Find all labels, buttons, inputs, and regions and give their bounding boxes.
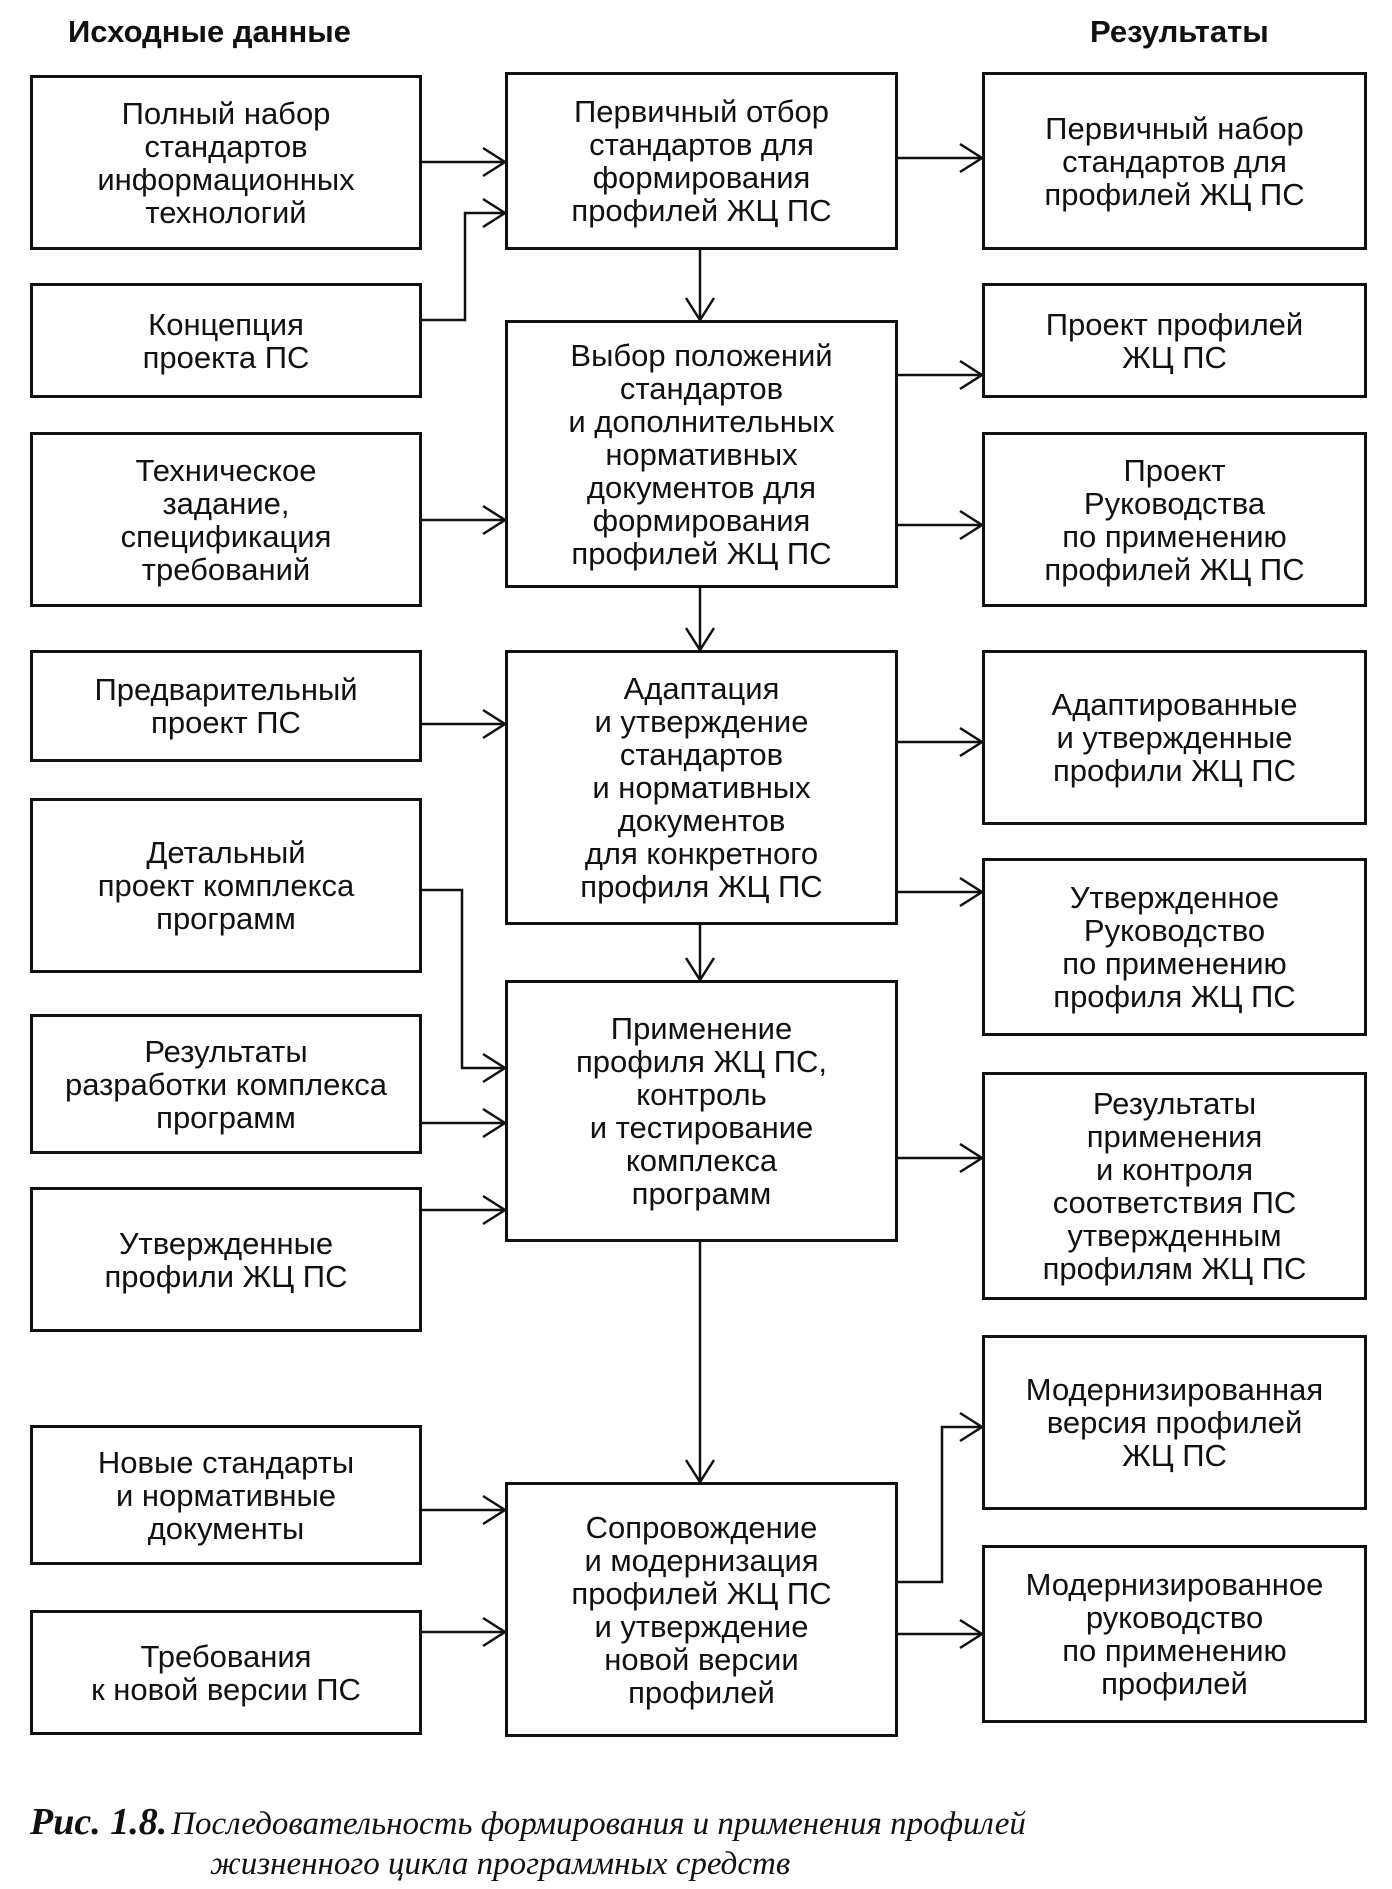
figure-caption: Рис. 1.8. Последовательность формировани…	[30, 1800, 1370, 1883]
caption-line-2: жизненного цикла программных средств	[210, 1846, 791, 1882]
results-header: Результаты	[1090, 14, 1269, 49]
connector-line-2	[422, 211, 505, 322]
connector-line-8	[422, 888, 505, 1070]
caption-line-1: Последовательность формирования и примен…	[171, 1806, 1026, 1842]
connector-line-38	[898, 1425, 982, 1584]
inputs-header: Исходные данные	[68, 14, 351, 49]
caption-number: Рис. 1.8.	[30, 1801, 168, 1843]
